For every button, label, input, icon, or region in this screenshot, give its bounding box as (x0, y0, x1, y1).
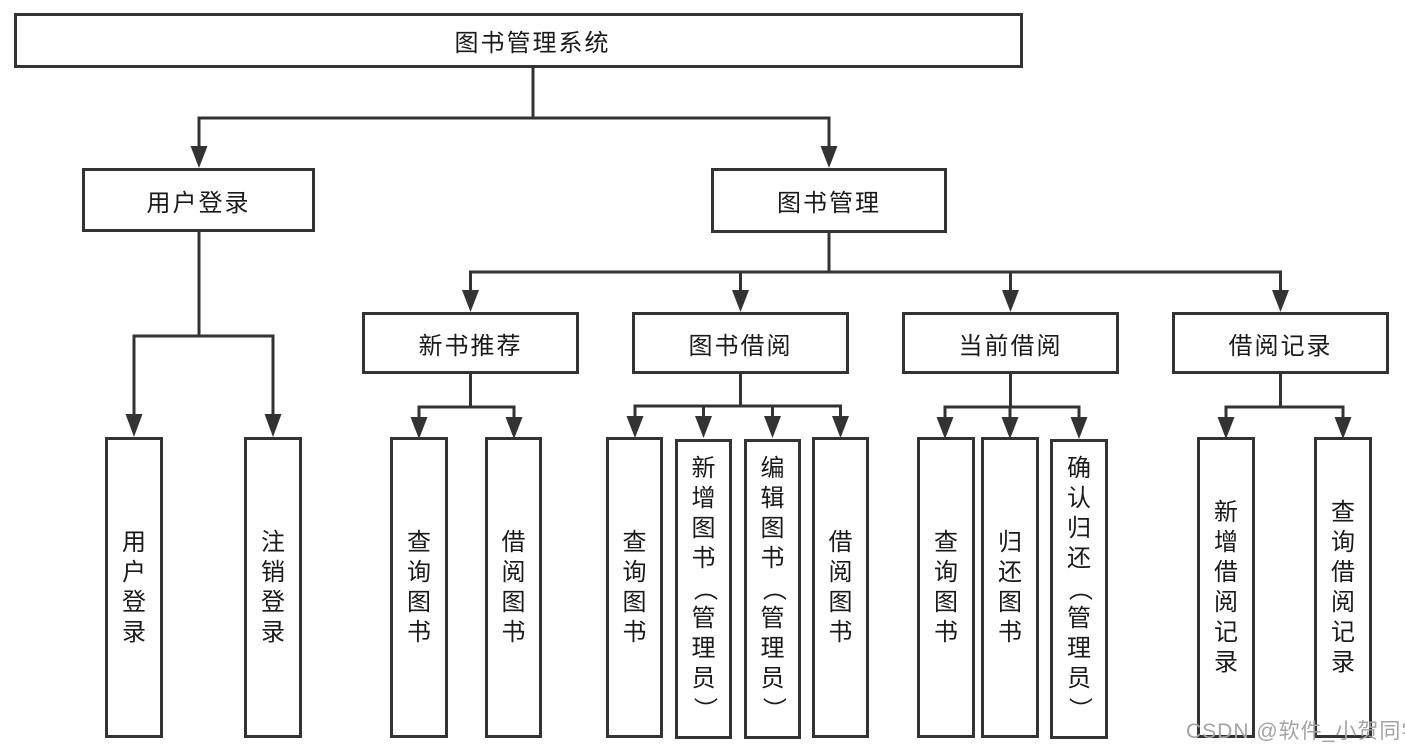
leaf-query-books-borrow: 查询图书 (606, 437, 663, 738)
node-current-borrowing: 当前借阅 (902, 312, 1119, 374)
leaf-edit-books-admin: 编辑图书（管理员） (744, 439, 801, 739)
node-borrow-records-label: 借阅记录 (1228, 332, 1333, 360)
leaf-confirm-return-admin: 确认归还（管理员） (1050, 439, 1108, 739)
node-borrow-records: 借阅记录 (1172, 312, 1389, 374)
node-user-login-label: 用户登录 (146, 189, 251, 217)
node-book-management-label: 图书管理 (777, 190, 881, 217)
leaf-return-books: 归还图书 (981, 437, 1039, 738)
node-current-borrowing-label: 当前借阅 (958, 332, 1063, 360)
node-library-system: 图书管理系统 (14, 13, 1023, 68)
node-library-system-label: 图书管理系统 (454, 30, 611, 57)
leaf-query-books-current: 查询图书 (917, 437, 975, 738)
leaf-borrow-books-borrow: 借阅图书 (812, 437, 869, 738)
leaf-query-books-recommend: 查询图书 (390, 437, 448, 738)
leaf-add-borrow-record: 新增借阅记录 (1197, 437, 1255, 738)
csdn-watermark: CSDN @软件_小贺同学 (1186, 720, 1405, 743)
leaf-user-login: 用户登录 (105, 437, 163, 738)
node-user-login: 用户登录 (82, 168, 315, 232)
node-new-book-recommend-label: 新书推荐 (418, 332, 523, 360)
node-book-borrowing-label: 图书借阅 (688, 332, 793, 360)
leaf-logout-login: 注销登录 (244, 437, 302, 738)
node-book-management: 图书管理 (711, 168, 947, 233)
leaf-borrow-books-recommend: 借阅图书 (485, 437, 542, 738)
leaf-query-borrow-record: 查询借阅记录 (1314, 437, 1372, 738)
node-book-borrowing: 图书借阅 (632, 312, 849, 374)
leaf-add-books-admin: 新增图书（管理员） (675, 439, 732, 739)
node-new-book-recommend: 新书推荐 (362, 312, 579, 374)
